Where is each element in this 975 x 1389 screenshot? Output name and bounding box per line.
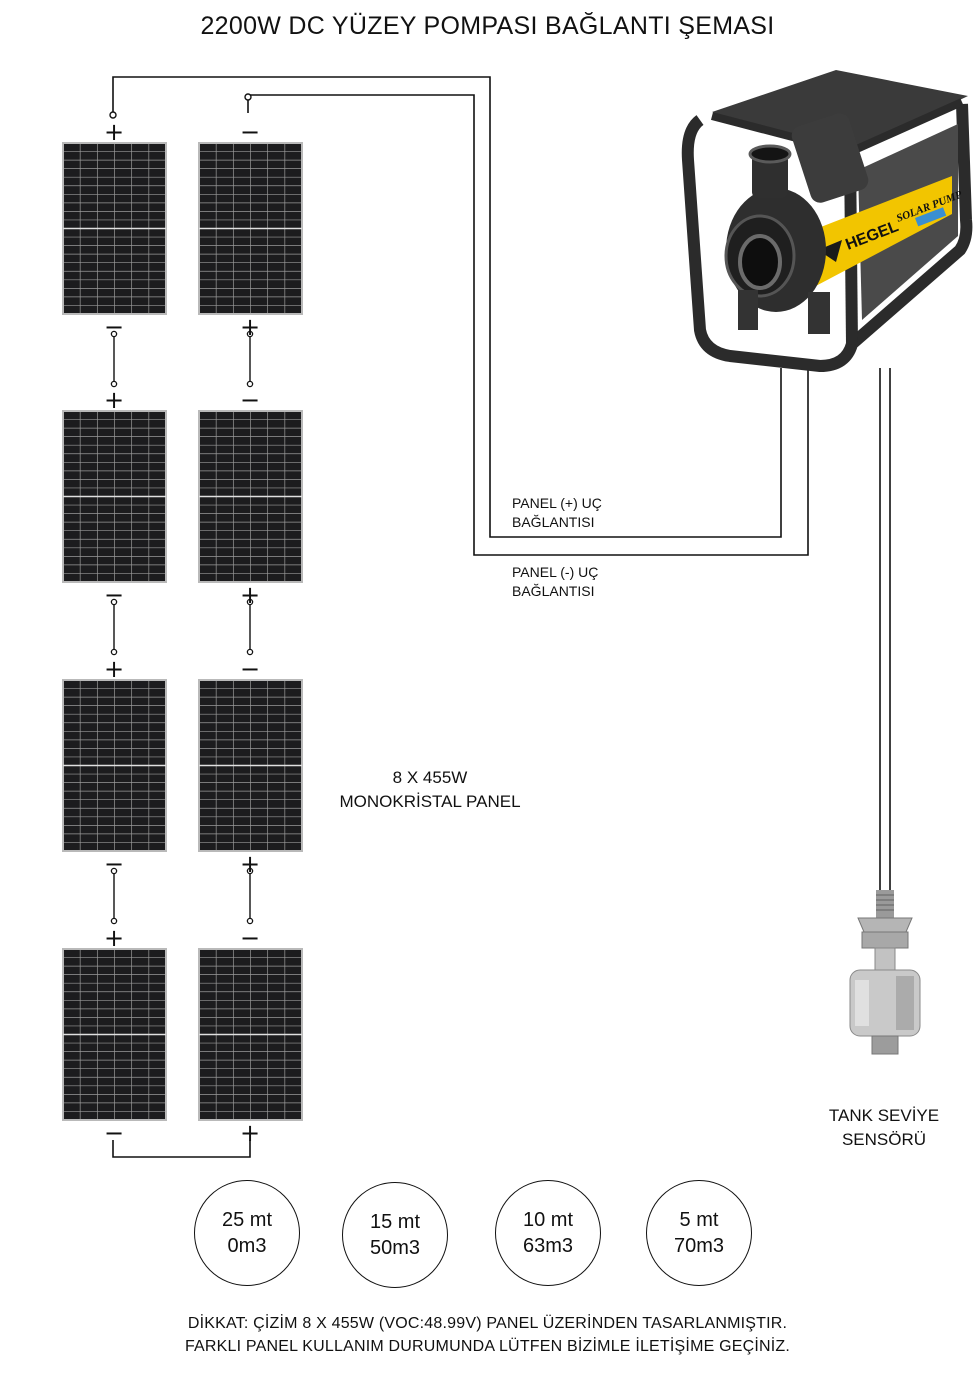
solar-panel-5 [62, 679, 167, 852]
series-link-5 [110, 867, 118, 925]
series-links [110, 330, 254, 925]
series-link-4 [246, 598, 254, 656]
series-link-3 [110, 598, 118, 656]
panel-caption: 8 X 455W MONOKRİSTAL PANEL [339, 768, 521, 811]
polarity-marks: + − + − + − + − − + − + − + − + [104, 118, 260, 1147]
plus-terminal-mark-7: + [104, 924, 124, 952]
plus-terminal-mark-5: + [104, 655, 124, 683]
plus-terminal-mark-14: + [240, 850, 260, 878]
negative-connection-label: PANEL (-) UÇ BAĞLANTISI [512, 564, 599, 599]
pump-inlet [738, 234, 782, 290]
solar-panel-array [62, 142, 303, 1121]
series-link-1 [110, 330, 118, 388]
footer-note: DİKKAT: ÇİZİM 8 X 455W (VOC:48.99V) PANE… [184, 1315, 791, 1355]
solar-panel-1 [62, 142, 167, 315]
plus-terminal-mark-16: + [240, 1119, 260, 1147]
minus-terminal-mark-8: − [240, 924, 260, 952]
sensor-caption: TANK SEVİYE SENSÖRÜ [828, 1106, 940, 1149]
solar-panel-3 [62, 410, 167, 583]
solar-panel-7 [62, 948, 167, 1121]
solar-panel-8 [198, 948, 303, 1121]
plus-terminal-mark-3: + [104, 386, 124, 414]
plus-terminal-mark-10: + [240, 313, 260, 341]
tank-level-sensor-illustration [849, 890, 921, 1055]
performance-point-4: 5 mt 70m3 [646, 1180, 752, 1286]
page-title: 2200W DC YÜZEY POMPASI BAĞLANTI ŞEMASI [200, 12, 775, 40]
solar-panel-2 [198, 142, 303, 315]
minus-terminal-mark-2: − [240, 118, 260, 146]
minus-terminal-mark-4: − [240, 386, 260, 414]
sensor-cable [879, 368, 891, 893]
positive-connection-label: PANEL (+) UÇ BAĞLANTISI [512, 495, 602, 530]
performance-point-2: 15 mt 50m3 [342, 1182, 448, 1288]
negative-lead-terminal [244, 93, 252, 101]
pump-motor [791, 113, 869, 203]
series-link-6 [246, 867, 254, 925]
performance-point-3: 10 mt 63m3 [495, 1180, 601, 1286]
solar-pump-illustration: HEGEL SOLAR PUMP [681, 70, 973, 372]
performance-point-1: 25 mt 0m3 [194, 1180, 300, 1286]
plus-terminal-mark-12: + [240, 581, 260, 609]
pump-brand-plate [808, 176, 952, 288]
bottom-jumper-wire [112, 1140, 251, 1158]
series-link-2 [246, 330, 254, 388]
negative-lead-wire [247, 94, 809, 556]
plus-terminal-mark-1: + [104, 118, 124, 146]
minus-terminal-mark-9: − [104, 313, 124, 341]
solar-panel-4 [198, 410, 303, 583]
positive-lead-wire [112, 76, 782, 538]
minus-terminal-mark-15: − [104, 1119, 124, 1147]
pump-roof [712, 70, 968, 152]
minus-terminal-mark-11: − [104, 581, 124, 609]
minus-terminal-mark-13: − [104, 850, 124, 878]
minus-terminal-mark-6: − [240, 655, 260, 683]
pump-frame [681, 103, 973, 372]
solar-panel-6 [198, 679, 303, 852]
positive-lead-terminal [109, 111, 117, 119]
